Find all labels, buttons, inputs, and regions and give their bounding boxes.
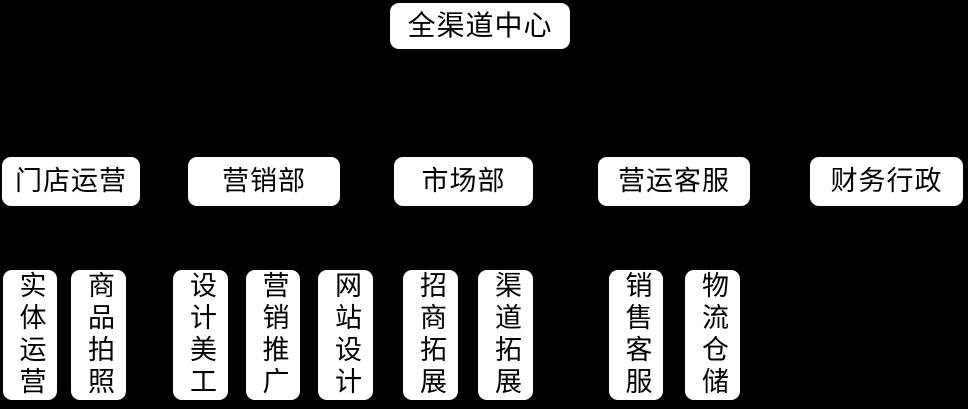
dept-store-operations: 门店运营 — [2, 157, 140, 206]
team-channel-expansion: 渠道拓展 — [478, 270, 533, 400]
team-logistics-warehousing: 物流仓储 — [685, 270, 740, 400]
dept-finance-admin: 财务行政 — [810, 157, 963, 206]
team-sales-customer-service: 销售客服 — [609, 270, 663, 400]
team-physical-operations: 实体运营 — [3, 270, 57, 400]
dept-ops-customer-service: 营运客服 — [598, 157, 750, 206]
team-design-artwork: 设计美工 — [173, 270, 228, 400]
org-node-root: 全渠道中心 — [390, 3, 570, 49]
team-product-photography: 商品拍照 — [71, 270, 126, 400]
team-marketing-promotion: 营销推广 — [246, 270, 300, 400]
dept-marketing: 营销部 — [188, 157, 340, 206]
dept-market: 市场部 — [394, 157, 533, 206]
team-website-design: 网站设计 — [318, 270, 373, 400]
team-merchant-expansion: 招商拓展 — [403, 270, 458, 400]
